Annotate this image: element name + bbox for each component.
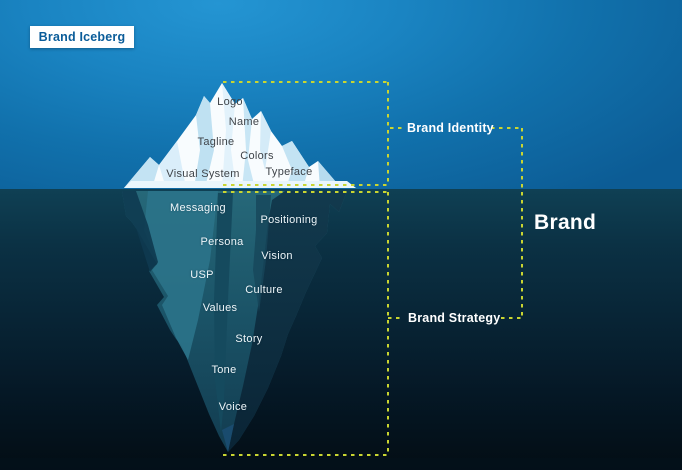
label-name: Name — [228, 116, 260, 128]
label-typeface: Typeface — [265, 166, 313, 178]
label-logo: Logo — [217, 96, 243, 108]
label-vision: Vision — [261, 250, 293, 262]
title-badge: Brand Iceberg — [30, 26, 134, 48]
annotation-brand: Brand — [534, 211, 597, 234]
strategy-dashed-box — [223, 191, 389, 456]
underwater-background — [0, 189, 682, 470]
title-badge-label: Brand Iceberg — [38, 30, 126, 44]
iceberg-underwater-body — [122, 191, 347, 452]
annotation-brand-identity: Brand Identity — [407, 121, 494, 135]
identity-dashed-box — [223, 81, 389, 186]
label-culture: Culture — [245, 284, 283, 296]
annotation-brand-strategy: Brand Strategy — [408, 311, 501, 325]
label-colors: Colors — [240, 150, 274, 162]
label-visual-system: Visual System — [166, 168, 240, 180]
label-story: Story — [235, 333, 263, 345]
label-tone: Tone — [211, 364, 237, 376]
iceberg-abovewater-body — [124, 83, 356, 188]
label-voice: Voice — [218, 401, 248, 413]
label-positioning: Positioning — [260, 214, 318, 226]
bottom-strip — [0, 458, 682, 470]
label-usp: USP — [190, 269, 214, 281]
label-messaging: Messaging — [170, 202, 226, 214]
label-tagline: Tagline — [197, 136, 235, 148]
label-persona: Persona — [200, 236, 244, 248]
label-values: Values — [202, 302, 238, 314]
